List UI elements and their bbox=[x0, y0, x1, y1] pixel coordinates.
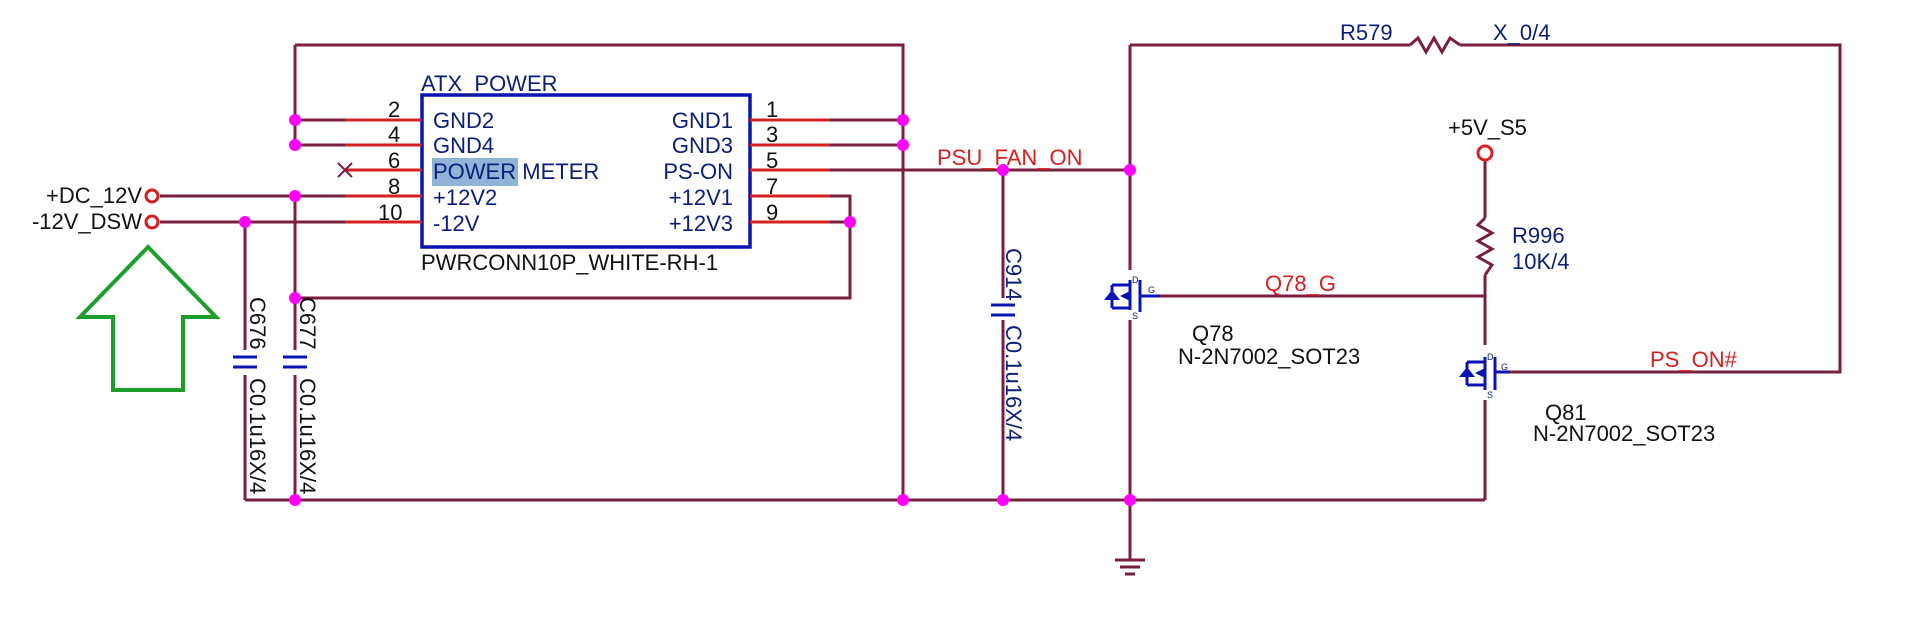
wire-ps-on bbox=[1460, 43, 1842, 374]
ground-bars bbox=[1115, 558, 1145, 576]
pin-name-gnd1: GND1 bbox=[672, 108, 733, 133]
connector-part: PWRCONN10P_WHITE-RH-1 bbox=[421, 250, 718, 275]
no-connect-x-icon bbox=[337, 162, 353, 178]
junction-dot bbox=[289, 139, 301, 151]
port-neg12v-label: -12V_DSW bbox=[32, 209, 142, 234]
r579-zigzag bbox=[1409, 34, 1461, 56]
junction-dot bbox=[1124, 494, 1136, 506]
c676-value: C0.1u16X/4 bbox=[245, 378, 270, 494]
junction-dot bbox=[897, 114, 909, 126]
resistor-r996: R996 10K/4 bbox=[1474, 216, 1570, 276]
capacitor-c914: C914 C0.1u16X/4 bbox=[991, 248, 1026, 441]
q81-gate bbox=[1493, 357, 1510, 390]
junction-dot bbox=[997, 164, 1009, 176]
port-5v-s5-label: +5V_S5 bbox=[1448, 115, 1527, 140]
pin-number-3: 3 bbox=[766, 122, 778, 147]
q81-g-letter: G bbox=[1501, 362, 1508, 372]
c676-ref: C676 bbox=[245, 297, 270, 350]
q81-diode bbox=[1459, 367, 1475, 377]
net-label-ps-on: PS_ON# bbox=[1650, 347, 1738, 372]
q81-d-letter: D bbox=[1487, 352, 1494, 362]
q78-diode bbox=[1104, 290, 1120, 300]
net-label-q78-g: Q78_G bbox=[1265, 271, 1336, 296]
mosfet-q78: D G S Q78 N-2N7002_SOT23 bbox=[1104, 275, 1360, 369]
c677-plates bbox=[283, 355, 307, 369]
pin-name-12v2: +12V2 bbox=[433, 185, 497, 210]
capacitor-c676: C676 C0.1u16X/4 bbox=[233, 297, 270, 494]
pin-number-8: 8 bbox=[388, 174, 400, 199]
q81-ref: Q81 bbox=[1545, 400, 1587, 425]
text-selection-highlight bbox=[432, 158, 518, 186]
q78-d-letter: D bbox=[1132, 275, 1139, 285]
mosfet-q81: D G S Q81 N-2N7002_SOT23 bbox=[1459, 352, 1715, 446]
c677-value: C0.1u16X/4 bbox=[295, 378, 320, 494]
pin-number-6: 6 bbox=[388, 148, 400, 173]
r996-value: 10K/4 bbox=[1512, 249, 1570, 274]
junction-dot bbox=[289, 292, 301, 304]
junction-dot bbox=[289, 114, 301, 126]
pin-name-12v3: +12V3 bbox=[669, 211, 733, 236]
c914-plates bbox=[991, 303, 1015, 317]
c914-value: C0.1u16X/4 bbox=[1001, 325, 1026, 441]
pin-name-ps-on: PS-ON bbox=[663, 159, 733, 184]
capacitor-c677: C677 C0.1u16X/4 bbox=[283, 297, 320, 494]
q78-g-letter: G bbox=[1148, 285, 1155, 295]
q78-part: N-2N7002_SOT23 bbox=[1178, 344, 1360, 369]
c677-ref: C677 bbox=[295, 297, 320, 350]
resistor-r579: R579 X_0/4 bbox=[1340, 20, 1551, 56]
junction-dots bbox=[239, 114, 1136, 506]
c676-plates bbox=[233, 355, 257, 369]
junction-dot bbox=[997, 494, 1009, 506]
pin-name-gnd3: GND3 bbox=[672, 133, 733, 158]
r996-zigzag bbox=[1474, 216, 1496, 276]
net-labels: PSU_FAN_ON Q78_G PS_ON# bbox=[937, 145, 1738, 372]
pin-number-4: 4 bbox=[388, 122, 400, 147]
q78-s-letter: S bbox=[1132, 311, 1138, 321]
pin-number-2: 2 bbox=[388, 97, 400, 122]
port-dc12v-terminal bbox=[144, 188, 160, 204]
pin-name-gnd4: GND4 bbox=[433, 133, 494, 158]
junction-dot bbox=[1124, 164, 1136, 176]
pin-name-gnd2: GND2 bbox=[433, 108, 494, 133]
connector-left-pins bbox=[345, 118, 422, 224]
wires bbox=[160, 43, 1842, 540]
junction-dot bbox=[289, 190, 301, 202]
q78-gate bbox=[1138, 280, 1160, 312]
q78-ref: Q78 bbox=[1192, 321, 1234, 346]
junction-dot bbox=[844, 216, 856, 228]
junction-dot bbox=[289, 494, 301, 506]
junction-dot bbox=[897, 494, 909, 506]
pin-number-5: 5 bbox=[766, 148, 778, 173]
q81-part: N-2N7002_SOT23 bbox=[1533, 421, 1715, 446]
pin-number-1: 1 bbox=[766, 97, 778, 122]
junction-dot bbox=[897, 139, 909, 151]
r579-ref: R579 bbox=[1340, 20, 1393, 45]
connector-refdes: ATX_POWER bbox=[421, 71, 558, 96]
q78-arrow bbox=[1120, 291, 1130, 301]
ports: +DC_12V -12V_DSW +5V_S5 bbox=[32, 115, 1527, 234]
ground-symbol-icon bbox=[1115, 540, 1145, 576]
port-dc12v-label: +DC_12V bbox=[46, 183, 142, 208]
q81-arrow bbox=[1475, 368, 1485, 378]
wire-gnd-left-loop bbox=[293, 45, 345, 147]
pin-number-10: 10 bbox=[378, 200, 402, 225]
pin-name-neg12v: -12V bbox=[433, 211, 480, 236]
pin-number-9: 9 bbox=[766, 200, 778, 225]
port-neg12v-terminal bbox=[144, 214, 160, 230]
pin-number-7: 7 bbox=[766, 174, 778, 199]
atx-power-connector: ATX_POWER PWRCONN10P_WHITE-RH-1 2 4 6 8 … bbox=[337, 71, 830, 275]
q81-s-letter: S bbox=[1487, 390, 1493, 400]
junction-dot bbox=[239, 216, 251, 228]
port-5v-s5-terminal bbox=[1476, 144, 1494, 162]
up-arrow-outline-icon bbox=[75, 244, 221, 392]
net-label-psu-fan-on: PSU_FAN_ON bbox=[937, 145, 1083, 170]
r996-ref: R996 bbox=[1512, 223, 1565, 248]
wire-gnd-top-loop bbox=[295, 43, 905, 500]
c914-ref: C914 bbox=[1001, 248, 1026, 301]
pin-name-power-meter: POWER METER bbox=[433, 159, 599, 184]
connector-right-pins bbox=[750, 118, 830, 224]
pin-name-12v1: +12V1 bbox=[669, 185, 733, 210]
r579-net-label: X_0/4 bbox=[1493, 20, 1551, 45]
